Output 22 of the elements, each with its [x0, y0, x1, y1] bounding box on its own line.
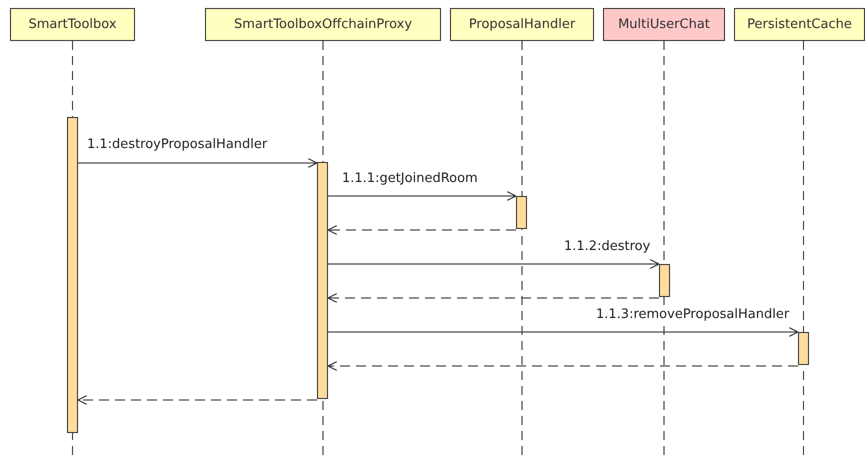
- lifeline-header: PersistentCache: [734, 8, 865, 41]
- activation-bar: [317, 162, 328, 399]
- message-label: 1.1.1:getJoinedRoom: [341, 171, 479, 186]
- lifeline-header: ProposalHandler: [450, 8, 594, 41]
- message-arrow: [78, 158, 318, 168]
- activation-bar: [67, 117, 78, 433]
- lifeline-header: SmartToolbox: [10, 8, 135, 41]
- activation-bar: [798, 332, 809, 365]
- lifeline-header: SmartToolboxOffchainProxy: [205, 8, 441, 41]
- activation-bar: [659, 264, 670, 297]
- return-arrow: [327, 292, 660, 304]
- return-arrow: [327, 224, 516, 236]
- activation-bar: [516, 196, 527, 229]
- message-arrow: [328, 326, 799, 338]
- message-label: 1.1.2:destroy: [563, 239, 652, 254]
- message-label: 1.1:destroyProposalHandler: [86, 137, 268, 152]
- message-label: 1.1.3:removeProposalHandler: [595, 307, 790, 322]
- return-arrow: [327, 360, 798, 372]
- return-arrow: [77, 394, 318, 406]
- message-arrow: [328, 190, 517, 202]
- message-arrow: [328, 258, 660, 270]
- lifeline-header: MultiUserChat: [603, 8, 725, 41]
